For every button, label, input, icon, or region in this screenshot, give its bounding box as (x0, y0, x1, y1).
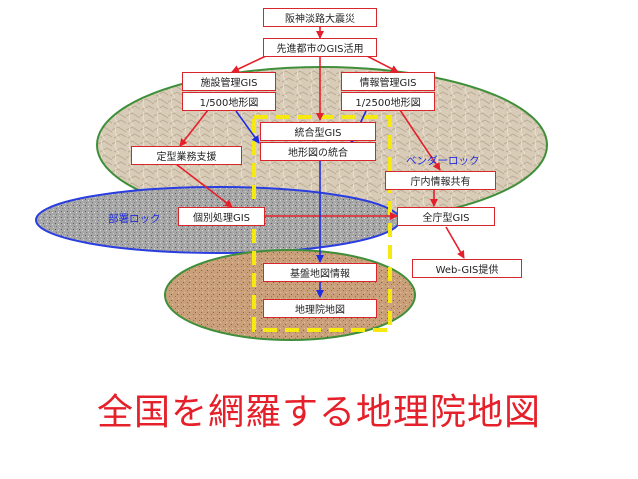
node-teikei: 定型業務支援 (131, 146, 242, 165)
arrow-senshin-joho (364, 54, 399, 73)
node-zencho: 全庁型GIS (397, 207, 495, 226)
arrow-shisetsu-togo (235, 110, 260, 144)
node-hanshin: 阪神淡路大震災 (263, 8, 377, 27)
arrow-joho-chonai (399, 109, 441, 171)
arrow-shisetsu-teikei (179, 109, 209, 147)
node-joho: 情報管理GIS (341, 72, 435, 91)
node-togo-sub: 地形図の統合 (260, 142, 376, 161)
title: 全国を網羅する地理院地図 (96, 392, 541, 433)
node-shisetsu-map: 1/500地形図 (182, 92, 276, 111)
node-chiriin: 地理院地図 (263, 299, 377, 318)
arrow-teikei-kobetsu (175, 163, 233, 208)
node-togo: 統合型GIS (260, 122, 376, 141)
arrow-zencho-webgis (445, 226, 465, 259)
label-bumon-lock: 部署ロック (108, 213, 161, 225)
node-chonai: 庁内情報共有 (385, 171, 496, 190)
node-joho-map: 1/2500地形図 (341, 92, 435, 111)
node-senshin: 先進都市のGIS活用 (263, 38, 377, 57)
arrow-senshin-shisetsu (231, 54, 269, 73)
node-webgis: Web-GIS提供 (412, 259, 522, 278)
label-vendor-lock: ベンダーロック (406, 155, 480, 167)
node-kiban: 基盤地図情報 (263, 263, 377, 282)
node-kobetsu: 個別処理GIS (178, 207, 265, 226)
node-shisetsu: 施設管理GIS (182, 72, 276, 91)
